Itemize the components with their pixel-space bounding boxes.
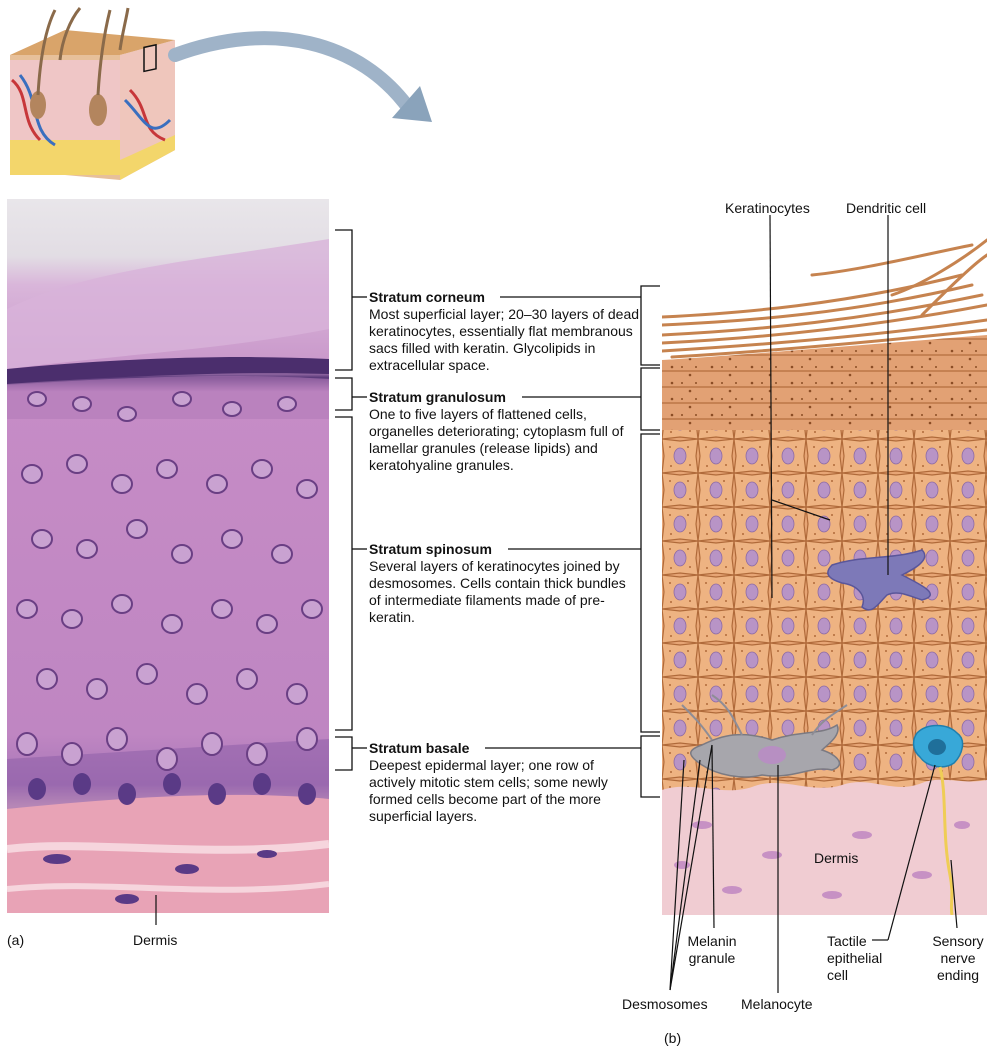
layer-stratum-spinosum: Stratum spinosum Several layers of kerat…: [369, 541, 649, 626]
label-line: epithelial: [827, 950, 883, 966]
curved-arrow-icon: [168, 31, 432, 122]
desmosomes-label: Desmosomes: [622, 996, 708, 1012]
sensory-nerve-ending-label: Sensory nerve ending: [926, 933, 990, 984]
dendritic-cell-label: Dendritic cell: [846, 200, 927, 216]
skin-block-thumbnail: [10, 7, 432, 180]
histology-micrograph: [7, 199, 329, 913]
label-line: Sensory: [932, 933, 984, 949]
keratinocytes-label: Keratinocytes: [725, 200, 810, 216]
label-line: granule: [688, 950, 736, 966]
layer-stratum-corneum: Stratum corneum Most superficial layer; …: [369, 289, 649, 374]
dermis-a-leader: [155, 895, 157, 925]
layer-description: Deepest epidermal layer; one row of acti…: [369, 757, 608, 824]
layer-stratum-granulosum: Stratum granulosum One to five layers of…: [369, 389, 649, 474]
layer-title: Stratum corneum: [369, 289, 485, 305]
tactile-epithelial-cell-label: Tactile epithelial cell: [827, 933, 882, 984]
panel-b-label: (b): [664, 1030, 682, 1046]
layer-title: Stratum basale: [369, 740, 470, 756]
label-line: Melanin: [687, 933, 737, 949]
skin-block-icon: [10, 7, 175, 180]
label-line: cell: [827, 967, 849, 983]
melanocyte-label: Melanocyte: [741, 996, 813, 1012]
label-line: ending: [936, 967, 980, 983]
melanin-granule-label: Melanin granule: [680, 933, 744, 967]
panel-a-label: (a): [7, 932, 25, 948]
layer-description: Several layers of keratinocytes joined b…: [369, 558, 626, 625]
dermis-a-label: Dermis: [133, 932, 178, 948]
layer-stratum-basale: Stratum basale Deepest epidermal layer; …: [369, 740, 649, 825]
epidermis-illustration: [662, 238, 987, 915]
layer-description: One to five layers of flattened cells, o…: [369, 406, 624, 473]
dermis-b-label: Dermis: [814, 850, 859, 866]
label-line: nerve: [940, 950, 976, 966]
layer-title: Stratum spinosum: [369, 541, 492, 557]
layer-title: Stratum granulosum: [369, 389, 506, 405]
layer-description: Most superficial layer; 20–30 layers of …: [369, 306, 640, 373]
label-line: Tactile: [827, 933, 867, 949]
